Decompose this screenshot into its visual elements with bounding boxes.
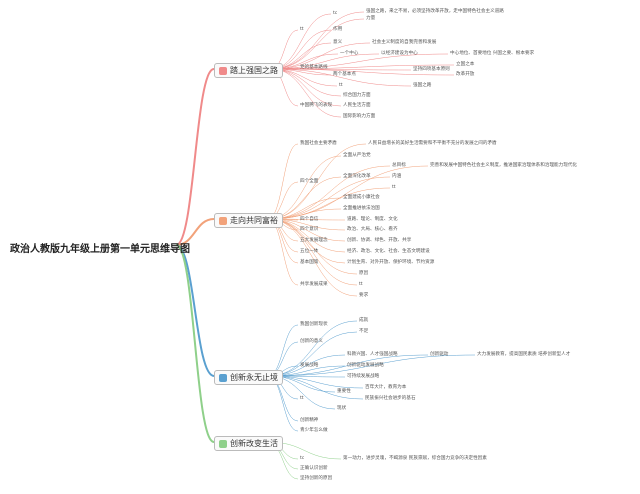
node-n56: 百年大计，教育为本 — [365, 385, 407, 390]
node-n18: 中国腾飞的表现 — [300, 103, 333, 108]
node-n51: 创新驱动 — [430, 352, 449, 357]
branch-label: 创新永无止境 — [230, 373, 278, 382]
node-n9: 中心地位、首要地位 兴国之要、根本要求 — [450, 51, 535, 56]
connector — [175, 244, 215, 377]
connector — [267, 354, 429, 377]
node-n63: tc — [300, 456, 305, 461]
node-n41: 计划生育、对外开放、保护环境、节约资源 — [347, 260, 435, 265]
node-n2: 强国之路，来之不易，必须坚持改革开放，走中国特色社会主义道路 — [366, 9, 504, 14]
node-n26: 全面深化改革 — [343, 174, 371, 179]
node-n30: 全面建成小康社会 — [343, 195, 380, 200]
node-n1: tt — [300, 27, 304, 32]
branch-label: 走向共同富裕 — [230, 216, 278, 225]
node-n21: 我国社会主要矛盾 — [300, 141, 337, 146]
node-n65: 正确认识创新 — [300, 466, 328, 471]
node-n38: 五位一体 — [300, 249, 319, 254]
coin-icon — [219, 216, 227, 225]
node-n66: 坚持创新的原因 — [300, 476, 333, 481]
node-n16: tt — [339, 83, 343, 88]
node-n60: 现状 — [337, 406, 347, 411]
node-n53: 发展战略 — [300, 363, 319, 368]
lightbulb-icon — [219, 439, 227, 448]
connector — [270, 53, 449, 70]
node-n3: 力量 — [366, 16, 376, 21]
node-n55: 可持续发展战略 — [347, 374, 380, 379]
connector — [270, 68, 412, 87]
node-n29: tt — [392, 185, 396, 190]
node-n42: 原因 — [359, 271, 369, 276]
node-n14: 改革开放 — [456, 72, 475, 77]
branch-0[interactable]: 踏上强国之路 — [214, 63, 283, 78]
node-n11: 立国之本 — [456, 62, 475, 67]
node-n52: 大力发展教育，提高国民素质 培养创新型人才 — [477, 352, 571, 357]
node-n15: 强国之路 — [413, 83, 432, 88]
connector — [267, 218, 299, 286]
node-n46: 成就 — [359, 318, 369, 323]
branch-1[interactable]: 走向共同富裕 — [214, 213, 283, 228]
node-n25: 完善和发展中国特色社会主义制度，推进国家治理体系和治理能力现代化 — [430, 163, 578, 168]
node-n50: 科教兴国、人才强国战略 — [347, 352, 398, 357]
connector — [175, 244, 215, 443]
node-n7: 一个中心 — [340, 51, 359, 56]
node-n10: 党的基本路线 — [300, 65, 328, 70]
connector — [270, 64, 455, 70]
node-n0: tc — [333, 11, 338, 16]
node-n57: 重要性 — [337, 389, 351, 394]
node-n31: 全面推进依法治国 — [343, 206, 380, 211]
node-n23: 全面从严治党 — [343, 153, 371, 158]
node-n36: 五大发展理念 — [300, 238, 328, 243]
node-n5: 意义 — [333, 40, 343, 45]
node-n48: 不足 — [359, 329, 369, 334]
node-n12: 两个基本点 — [333, 72, 356, 77]
connector — [267, 176, 391, 220]
node-n59: 民族振兴社会进步的基石 — [365, 396, 416, 401]
connector — [267, 354, 476, 377]
node-n43: 共享发展成果 — [300, 282, 328, 287]
branch-2[interactable]: 创新永无止境 — [214, 370, 283, 385]
node-n8: 以经济建设为中心 — [381, 51, 418, 56]
node-n45: 要求 — [359, 293, 369, 298]
node-n33: 道路、理论、制度、文化 — [347, 217, 398, 222]
node-n13: 坚持四项基本原则 — [413, 67, 450, 72]
node-n47: 我国创新现状 — [300, 322, 328, 327]
node-n27: 内涵 — [392, 174, 402, 179]
node-n20: 国际影响力方面 — [343, 114, 376, 119]
node-n34: 四个意识 — [300, 227, 319, 232]
node-n6: 社会主义制度的自我完善和发展 — [372, 40, 437, 45]
node-n39: 经济、政治、文化、社会、生态文明建设 — [347, 249, 430, 254]
node-n44: tt — [359, 282, 363, 287]
connector — [270, 68, 455, 76]
node-n40: 基本国策 — [300, 260, 319, 265]
node-n54: 创新驱动发展战略 — [347, 363, 384, 368]
node-n17: 综合国力方面 — [343, 93, 371, 98]
node-n24: 总目标 — [392, 163, 406, 168]
connector — [175, 218, 215, 246]
node-n64: 第一动力，进步灵魂，不竭源泉 民族禀赋，综合国力竞争的决定性因素 — [343, 456, 487, 461]
rocket-icon — [219, 373, 227, 382]
node-n22: 人民日益增长的美好生活需要和不平衡不充分的发展之间的矛盾 — [368, 141, 497, 146]
node-n49: 创新的意义 — [300, 339, 323, 344]
connector — [267, 143, 299, 220]
branch-3[interactable]: 创新改变生活 — [214, 436, 283, 451]
root-title: 政治人教版九年级上册第一单元思维导图 — [10, 244, 190, 255]
node-n28: 四个全面 — [300, 179, 319, 184]
connector — [175, 68, 215, 246]
node-n19: 人民生活方面 — [343, 103, 371, 108]
node-n62: 青少年怎么做 — [300, 428, 328, 433]
node-n61: 创新精神 — [300, 418, 319, 423]
node-n58: tt — [300, 396, 304, 401]
node-n32: 四个自信 — [300, 217, 319, 222]
node-n37: 创新、协调、绿色、开放、共享 — [347, 238, 412, 243]
connector — [270, 18, 365, 70]
connector — [267, 165, 391, 220]
branch-label: 创新改变生活 — [230, 439, 278, 448]
branch-label: 踏上强国之路 — [230, 66, 278, 75]
lamp-icon — [219, 66, 227, 75]
node-n4: 作用 — [333, 27, 343, 32]
node-n35: 政治、大局、核心、看齐 — [347, 227, 398, 232]
